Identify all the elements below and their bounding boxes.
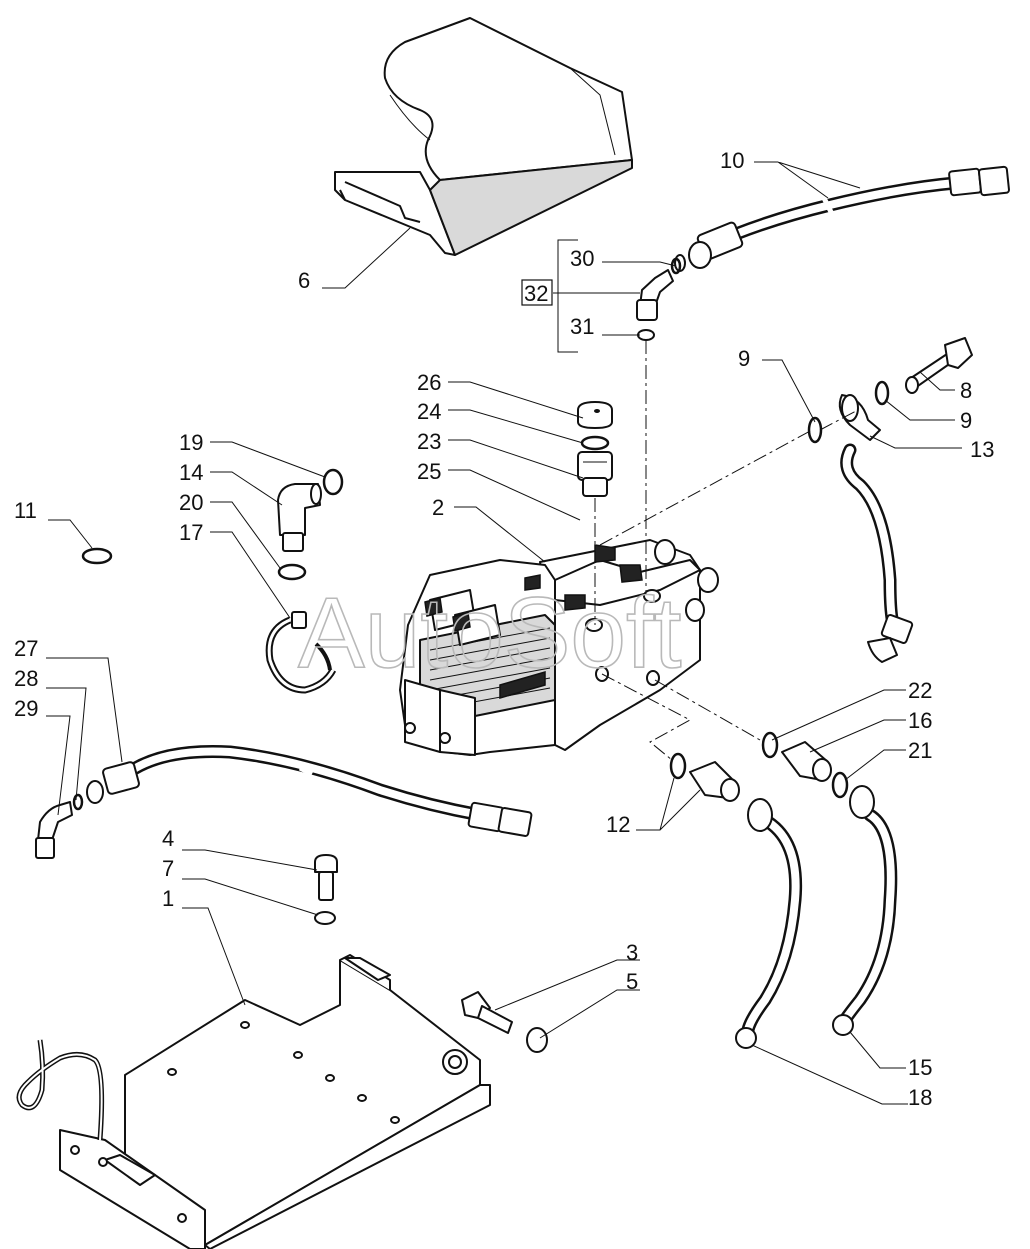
hose-part-15 [832,785,898,1036]
callout-14: 14 [179,460,203,485]
base-plate-part-1 [16,954,491,1249]
elbow-fitting-part-29 [35,801,73,859]
callout-27: 27 [14,636,38,661]
callouts: 6 10 30 32 31 9 8 9 13 26 24 23 25 2 19 … [14,148,994,1110]
callout-15: 15 [908,1055,932,1080]
callout-2: 2 [432,495,444,520]
leader-lines [46,161,962,1105]
clamp-part-17 [265,611,337,694]
cover-part-6 [334,17,633,256]
callout-20: 20 [179,490,203,515]
assembly-lines [594,340,859,761]
callout-26: 26 [417,370,441,395]
callout-24: 24 [417,399,441,424]
bolt-part-3 [461,991,513,1034]
hose-part-27 [72,745,533,837]
o-ring-part-19 [322,468,344,496]
callout-22: 22 [908,678,932,703]
callout-18: 18 [908,1085,932,1110]
callout-10: 10 [720,148,744,173]
callout-19: 19 [179,430,203,455]
callout-25: 25 [417,459,441,484]
fitting-part-32 [636,257,682,341]
washer-part-5 [526,1027,548,1053]
bolt-part-4 [314,854,338,901]
o-ring-part-20 [277,563,307,581]
callout-5: 5 [626,969,638,994]
watermark: AutoSoft [298,577,682,689]
bracket-group-32 [521,239,578,353]
callout-9a: 9 [738,346,750,371]
callout-16: 16 [908,708,932,733]
fitting-part-12 [669,752,740,802]
banjo-bolt-part-8 [905,337,973,394]
o-ring-part-11 [81,547,113,565]
o-ring-part-9b [874,380,890,406]
callout-29: 29 [14,696,38,721]
callout-30: 30 [570,246,594,271]
callout-9b: 9 [960,408,972,433]
fitting-part-23 [577,451,613,497]
callout-8: 8 [960,378,972,403]
hose-part-18 [735,798,803,1049]
callout-3: 3 [626,940,638,965]
cap-part-26 [577,401,613,429]
elbow-fitting-part-14 [277,483,322,552]
callout-12: 12 [606,812,630,837]
callout-6: 6 [298,268,310,293]
hose-part-10 [674,165,1010,272]
callout-31: 31 [570,314,594,339]
seal-part-24 [580,435,610,451]
callout-7: 7 [162,856,174,881]
callout-17: 17 [179,520,203,545]
callout-13: 13 [970,437,994,462]
callout-21: 21 [908,738,932,763]
fitting-part-16 [761,731,849,799]
callout-4: 4 [162,826,174,851]
valve-block-part-2 [399,539,719,756]
callout-23: 23 [417,429,441,454]
hose-part-13 [838,394,914,663]
callout-11: 11 [14,498,37,523]
callout-32: 32 [524,281,548,306]
callout-28: 28 [14,666,38,691]
washer-part-7 [314,911,336,925]
callout-1: 1 [162,886,174,911]
